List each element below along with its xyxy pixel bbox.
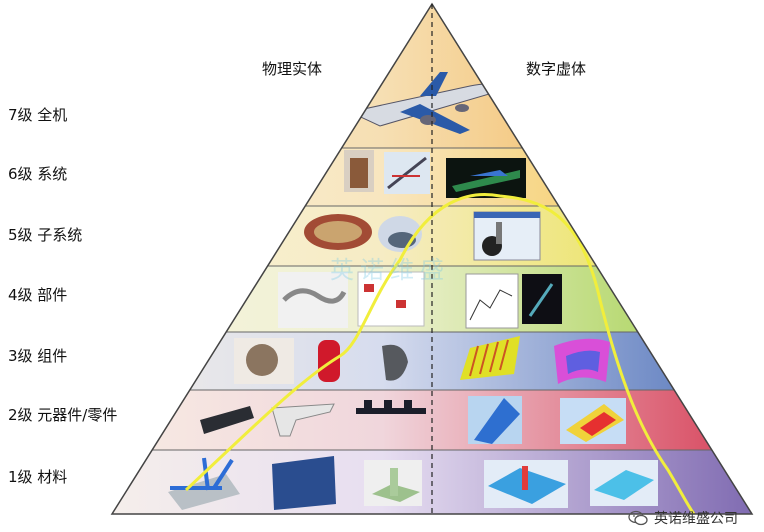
watermark: 英诺维盛公司	[628, 508, 738, 528]
level-5-digital-images	[473, 211, 541, 261]
level-label-5: 5级 子系统	[8, 226, 83, 244]
band-level-6	[112, 148, 752, 206]
development-curve	[184, 192, 696, 514]
level-4-physical-images	[278, 271, 425, 328]
level-4-digital-images	[465, 273, 562, 329]
level-label-7: 7级 全机	[8, 106, 68, 124]
watermark-text: 英诺维盛公司	[654, 511, 738, 527]
level-label-6: 6级 系统	[8, 165, 68, 183]
level-1-physical-images	[168, 456, 422, 510]
level-1-digital-images	[484, 460, 658, 508]
band-level-3	[112, 332, 752, 390]
level-2-physical-images	[200, 400, 426, 437]
level-6-physical-images	[344, 150, 430, 194]
pyramid-outline	[110, 2, 754, 515]
level-6-digital-images	[446, 158, 526, 198]
level-3-digital-images	[460, 336, 610, 384]
overlay-watermark: 英诺维盛	[330, 256, 450, 284]
level-label-2: 2级 元器件/零件	[8, 406, 118, 424]
level-label-3: 3级 组件	[8, 347, 68, 365]
level-label-4: 4级 部件	[8, 286, 68, 304]
level-2-digital-images	[468, 396, 626, 444]
level-label-1: 1级 材料	[8, 468, 68, 486]
heading-physical: 物理实体	[262, 60, 323, 78]
wechat-icon	[628, 510, 648, 526]
level-3-physical-images	[234, 338, 408, 384]
heading-digital: 数字虚体	[526, 60, 587, 78]
